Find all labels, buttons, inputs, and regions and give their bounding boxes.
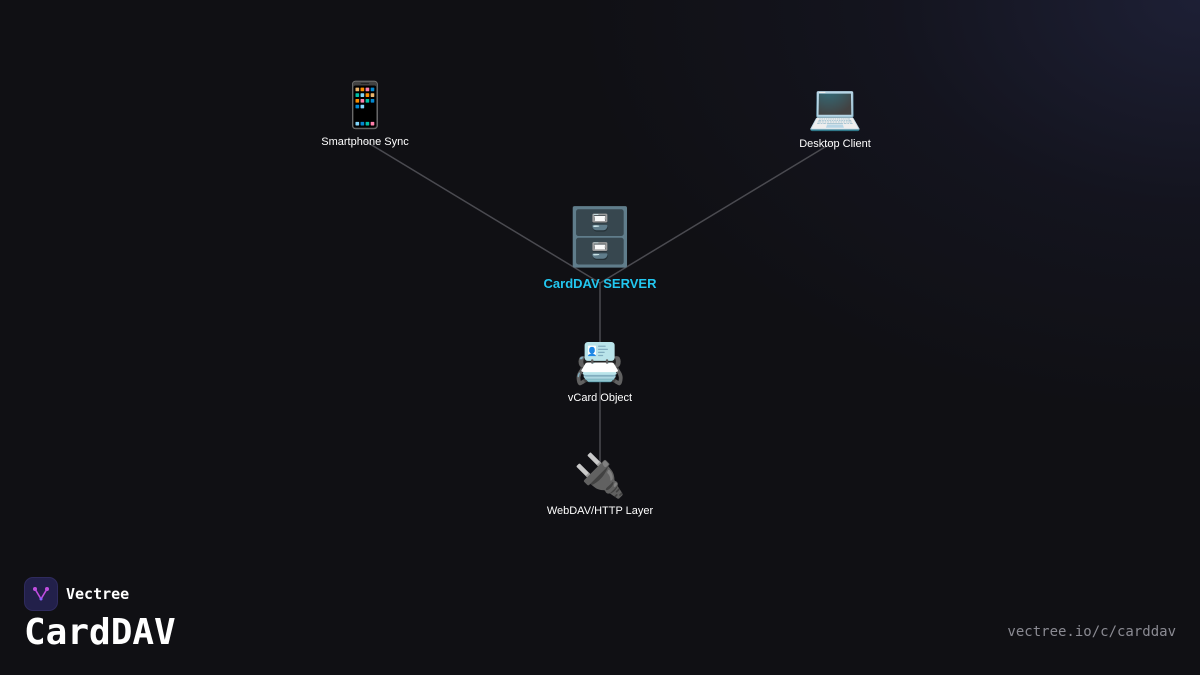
plug-icon: 🔌 bbox=[573, 451, 627, 500]
node-carddav-server: 🗄️ CardDAV SERVER bbox=[543, 205, 657, 292]
edge-desktop-server bbox=[599, 140, 836, 284]
node-desktop-client: 💻 Desktop Client bbox=[799, 82, 871, 151]
edge-phone-server bbox=[364, 140, 601, 284]
node-webdav-http-layer: 🔌 WebDAV/HTTP Layer bbox=[546, 451, 654, 518]
node-label: Desktop Client bbox=[799, 138, 871, 150]
vectree-logo-icon bbox=[24, 577, 58, 611]
node-label: WebDAV/HTTP Layer bbox=[546, 505, 654, 517]
laptop-icon: 💻 bbox=[807, 82, 863, 133]
brand: Vectree bbox=[24, 577, 129, 611]
node-vcard-object: 📇 vCard Object bbox=[567, 338, 633, 405]
node-label: vCard Object bbox=[567, 392, 633, 404]
file-cabinet-icon: 🗄️ bbox=[565, 205, 635, 270]
card-index-icon: 📇 bbox=[573, 338, 627, 387]
page-title: CardDAV bbox=[24, 612, 176, 653]
page-url: vectree.io/c/carddav bbox=[1007, 624, 1176, 640]
node-label-primary: CardDAV SERVER bbox=[543, 276, 657, 291]
smartphone-icon: 📱 bbox=[337, 80, 393, 131]
node-smartphone-sync: 📱 Smartphone Sync bbox=[321, 80, 409, 149]
node-label: Smartphone Sync bbox=[321, 136, 409, 148]
brand-name: Vectree bbox=[66, 585, 130, 603]
